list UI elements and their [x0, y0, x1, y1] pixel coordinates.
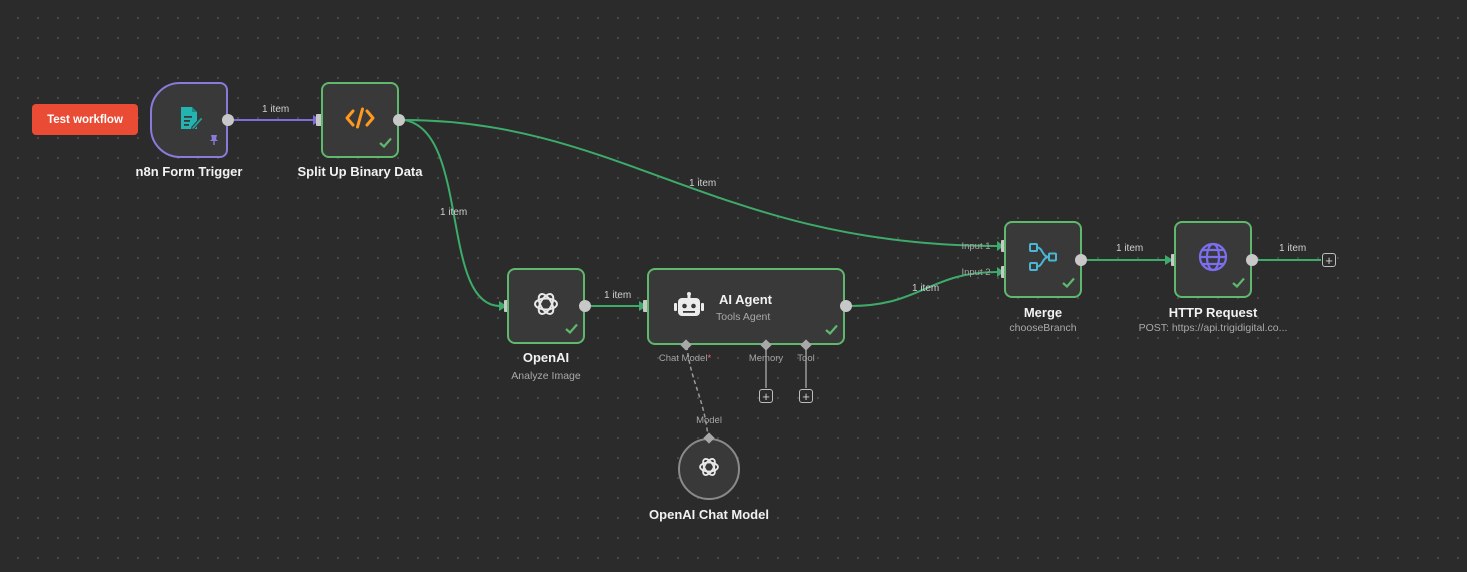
- success-check-icon: [825, 322, 838, 340]
- openai-output-port[interactable]: [579, 300, 591, 312]
- edge-split-to-merge: [403, 119, 998, 247]
- node-subtitle-merge: chooseBranch: [1009, 322, 1077, 334]
- edge-model-dashed: [686, 345, 709, 439]
- memory-port-label: Memory: [748, 353, 784, 364]
- form-trigger-output-port[interactable]: [222, 114, 234, 126]
- node-title-http-request: HTTP Request: [1168, 305, 1258, 320]
- robot-icon: [673, 292, 705, 327]
- edge-label-http-out: 1 item: [1279, 243, 1307, 254]
- add-memory-button[interactable]: +: [759, 389, 773, 403]
- node-title-chat-model: OpenAI Chat Model: [649, 507, 769, 522]
- edge-label-merge-http: 1 item: [1116, 243, 1144, 254]
- agent-output-port[interactable]: [840, 300, 852, 312]
- add-tool-button[interactable]: +: [799, 389, 813, 403]
- add-next-node-button[interactable]: +: [1322, 253, 1336, 267]
- node-title-form-trigger: n8n Form Trigger: [135, 164, 243, 179]
- form-pen-icon: [174, 103, 204, 138]
- tool-port-label: Tool: [797, 353, 815, 364]
- edge-label-split-merge: 1 item: [689, 178, 717, 189]
- agent-input-port[interactable]: [643, 300, 649, 312]
- edge-split-to-openai: [403, 119, 501, 307]
- edge-arrow: [997, 267, 1004, 277]
- split-output-port[interactable]: [393, 114, 405, 126]
- edge-label-trigger-split: 1 item: [262, 104, 290, 115]
- split-input-port[interactable]: [316, 114, 322, 126]
- pin-icon: [208, 133, 220, 151]
- node-title-openai: OpenAI: [522, 350, 570, 365]
- edge-label-agent-merge: 1 item: [912, 283, 940, 294]
- success-check-icon: [1062, 275, 1075, 293]
- edge-agent-to-merge: [850, 271, 998, 307]
- merge-input2-label: Input 2: [961, 267, 991, 278]
- model-port-label: Model: [696, 415, 722, 426]
- openai-icon: [696, 454, 722, 485]
- edge-label-split-openai: 1 item: [440, 207, 468, 218]
- merge-output-port[interactable]: [1075, 254, 1087, 266]
- node-merge[interactable]: [1004, 221, 1082, 298]
- node-title-split-binary: Split Up Binary Data: [297, 164, 423, 179]
- node-split-binary[interactable]: [321, 82, 399, 158]
- http-output-port[interactable]: [1246, 254, 1258, 266]
- chat-model-label-text: Chat Model: [658, 353, 708, 364]
- node-http-request[interactable]: [1174, 221, 1252, 298]
- node-subtitle-http-request: POST: https://api.trigidigital.co...: [1138, 322, 1288, 334]
- success-check-icon: [565, 321, 578, 339]
- edge-label-openai-agent: 1 item: [604, 290, 632, 301]
- node-openai-chat-model[interactable]: [678, 438, 740, 500]
- node-form-trigger[interactable]: [150, 82, 228, 158]
- openai-icon: [530, 288, 562, 325]
- required-mark: *: [707, 353, 712, 364]
- merge-icon: [1027, 241, 1059, 278]
- node-title-merge: Merge: [1023, 305, 1063, 320]
- edge-arrow: [1165, 255, 1173, 265]
- edge-arrow: [997, 241, 1004, 251]
- node-subtitle-ai-agent: Tools Agent: [716, 311, 771, 323]
- code-icon: [344, 106, 376, 135]
- node-openai[interactable]: [507, 268, 585, 344]
- node-title-ai-agent: AI Agent: [719, 292, 772, 307]
- chat-model-port-label: Chat Model*: [659, 353, 711, 364]
- success-check-icon: [379, 135, 392, 153]
- test-workflow-button[interactable]: Test workflow: [32, 104, 138, 135]
- node-ai-agent[interactable]: AI Agent Tools Agent: [647, 268, 845, 345]
- node-subtitle-openai: Analyze Image: [511, 370, 581, 382]
- merge-input1-label: Input 1: [961, 241, 991, 252]
- globe-icon: [1197, 241, 1229, 278]
- success-check-icon: [1232, 275, 1245, 293]
- edge-arrow: [499, 301, 507, 311]
